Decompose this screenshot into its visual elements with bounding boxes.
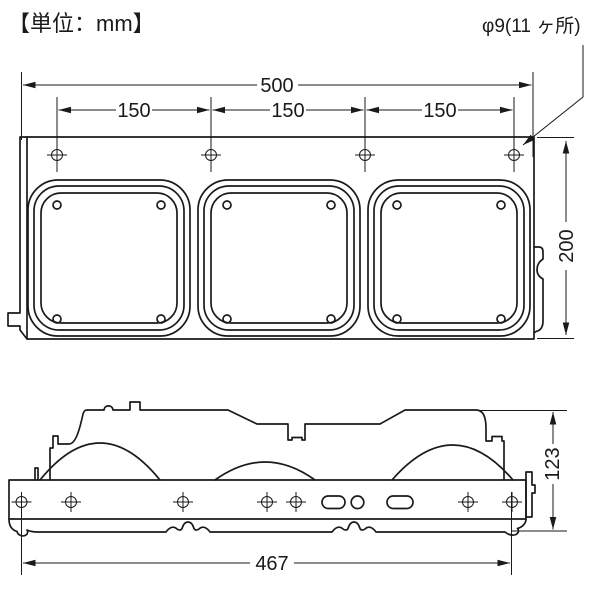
front-view-extension-lines [21,410,567,575]
right-end-cap [525,471,536,518]
front-mount-hole-3 [172,491,194,513]
dim-200: 200 [556,141,578,335]
top-view: 500 150 150 150 200 φ9(11 ヶ所) [7,15,584,340]
dim-500-label: 500 [260,75,293,97]
slot-left [321,495,346,510]
dim-123-label: 123 [542,447,564,480]
top-view-plate-outline [7,136,535,340]
lens-unit-3 [367,179,531,337]
dim-123: 123 [542,412,564,530]
unit-label: 【単位：mm】 [8,11,155,36]
front-mount-hole-2 [60,491,82,513]
front-mount-hole-6 [457,491,479,513]
dim-150-label-2: 150 [271,100,304,122]
lens-unit-1 [27,179,191,337]
dim-150-2: 150 [212,100,364,122]
hole-note-label: φ9(11 ヶ所) [482,15,581,37]
dim-467-label: 467 [255,553,288,575]
dim-200-label: 200 [556,229,578,262]
dim-500: 500 [23,75,532,97]
pilot-hole [350,495,365,510]
front-view: 467 123 [8,401,567,575]
dim-150-label-3: 150 [423,100,456,122]
dim-150-3: 150 [366,100,513,122]
slot-right [386,495,414,510]
dim-150-1: 150 [58,100,210,122]
bottom-scallop-edge [8,518,527,537]
front-view-body-profile [49,401,505,481]
lens-unit-2 [197,179,361,337]
top-view-right-latch [533,246,544,334]
dim-467: 467 [23,553,510,575]
dome-left [39,442,161,481]
hole-note: φ9(11 ヶ所) [482,15,584,146]
dim-150-label-1: 150 [117,100,150,122]
dome-right [391,444,514,481]
top-view-extension-lines [21,72,574,339]
front-mount-hole-4 [256,491,278,513]
front-mount-hole-5 [285,491,307,513]
front-view-left-tab [34,467,39,481]
dome-middle [214,461,316,481]
